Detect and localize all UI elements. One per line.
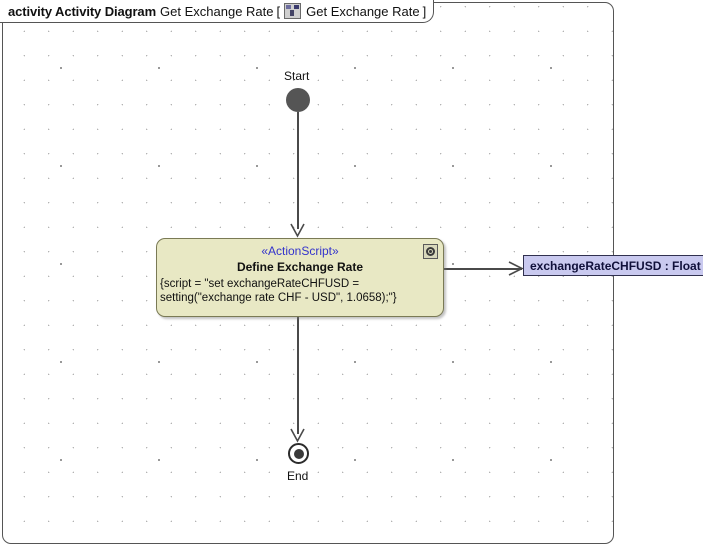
action-stereotype: «ActionScript» xyxy=(261,244,339,258)
output-pin-exchange-rate[interactable]: exchangeRateCHFUSD : Float xyxy=(523,255,703,276)
action-title: Define Exchange Rate xyxy=(236,260,364,274)
end-node-inner-dot xyxy=(293,448,304,459)
end-node[interactable] xyxy=(288,443,309,464)
action-script-body: {script = "set exchangeRateCHFUSD = sett… xyxy=(160,278,397,304)
script-badge-icon[interactable] xyxy=(423,244,438,259)
frame-diagram-name: Get Exchange Rate xyxy=(160,3,274,19)
end-node-label: End xyxy=(287,469,309,483)
frame-behavior-name: Get Exchange Rate xyxy=(306,3,420,19)
start-node-label: Start xyxy=(284,69,310,83)
script-badge-glyph xyxy=(426,247,435,256)
edge-start-to-action[interactable] xyxy=(297,112,299,229)
arrowhead-action-to-end xyxy=(290,428,305,443)
start-node[interactable] xyxy=(286,88,310,112)
activity-diagram-icon xyxy=(284,3,302,19)
action-node-define-exchange-rate[interactable]: «ActionScript» Define Exchange Rate {scr… xyxy=(156,238,444,317)
frame-bracket-close: ] xyxy=(422,3,427,19)
edge-action-to-end[interactable] xyxy=(297,317,299,434)
frame-keyword: activity Activity Diagram xyxy=(8,3,157,19)
frame-bracket-open: [ xyxy=(276,3,281,19)
diagram-frame-header: activity Activity Diagram Get Exchange R… xyxy=(0,0,435,23)
arrowhead-start-to-action xyxy=(290,223,305,238)
